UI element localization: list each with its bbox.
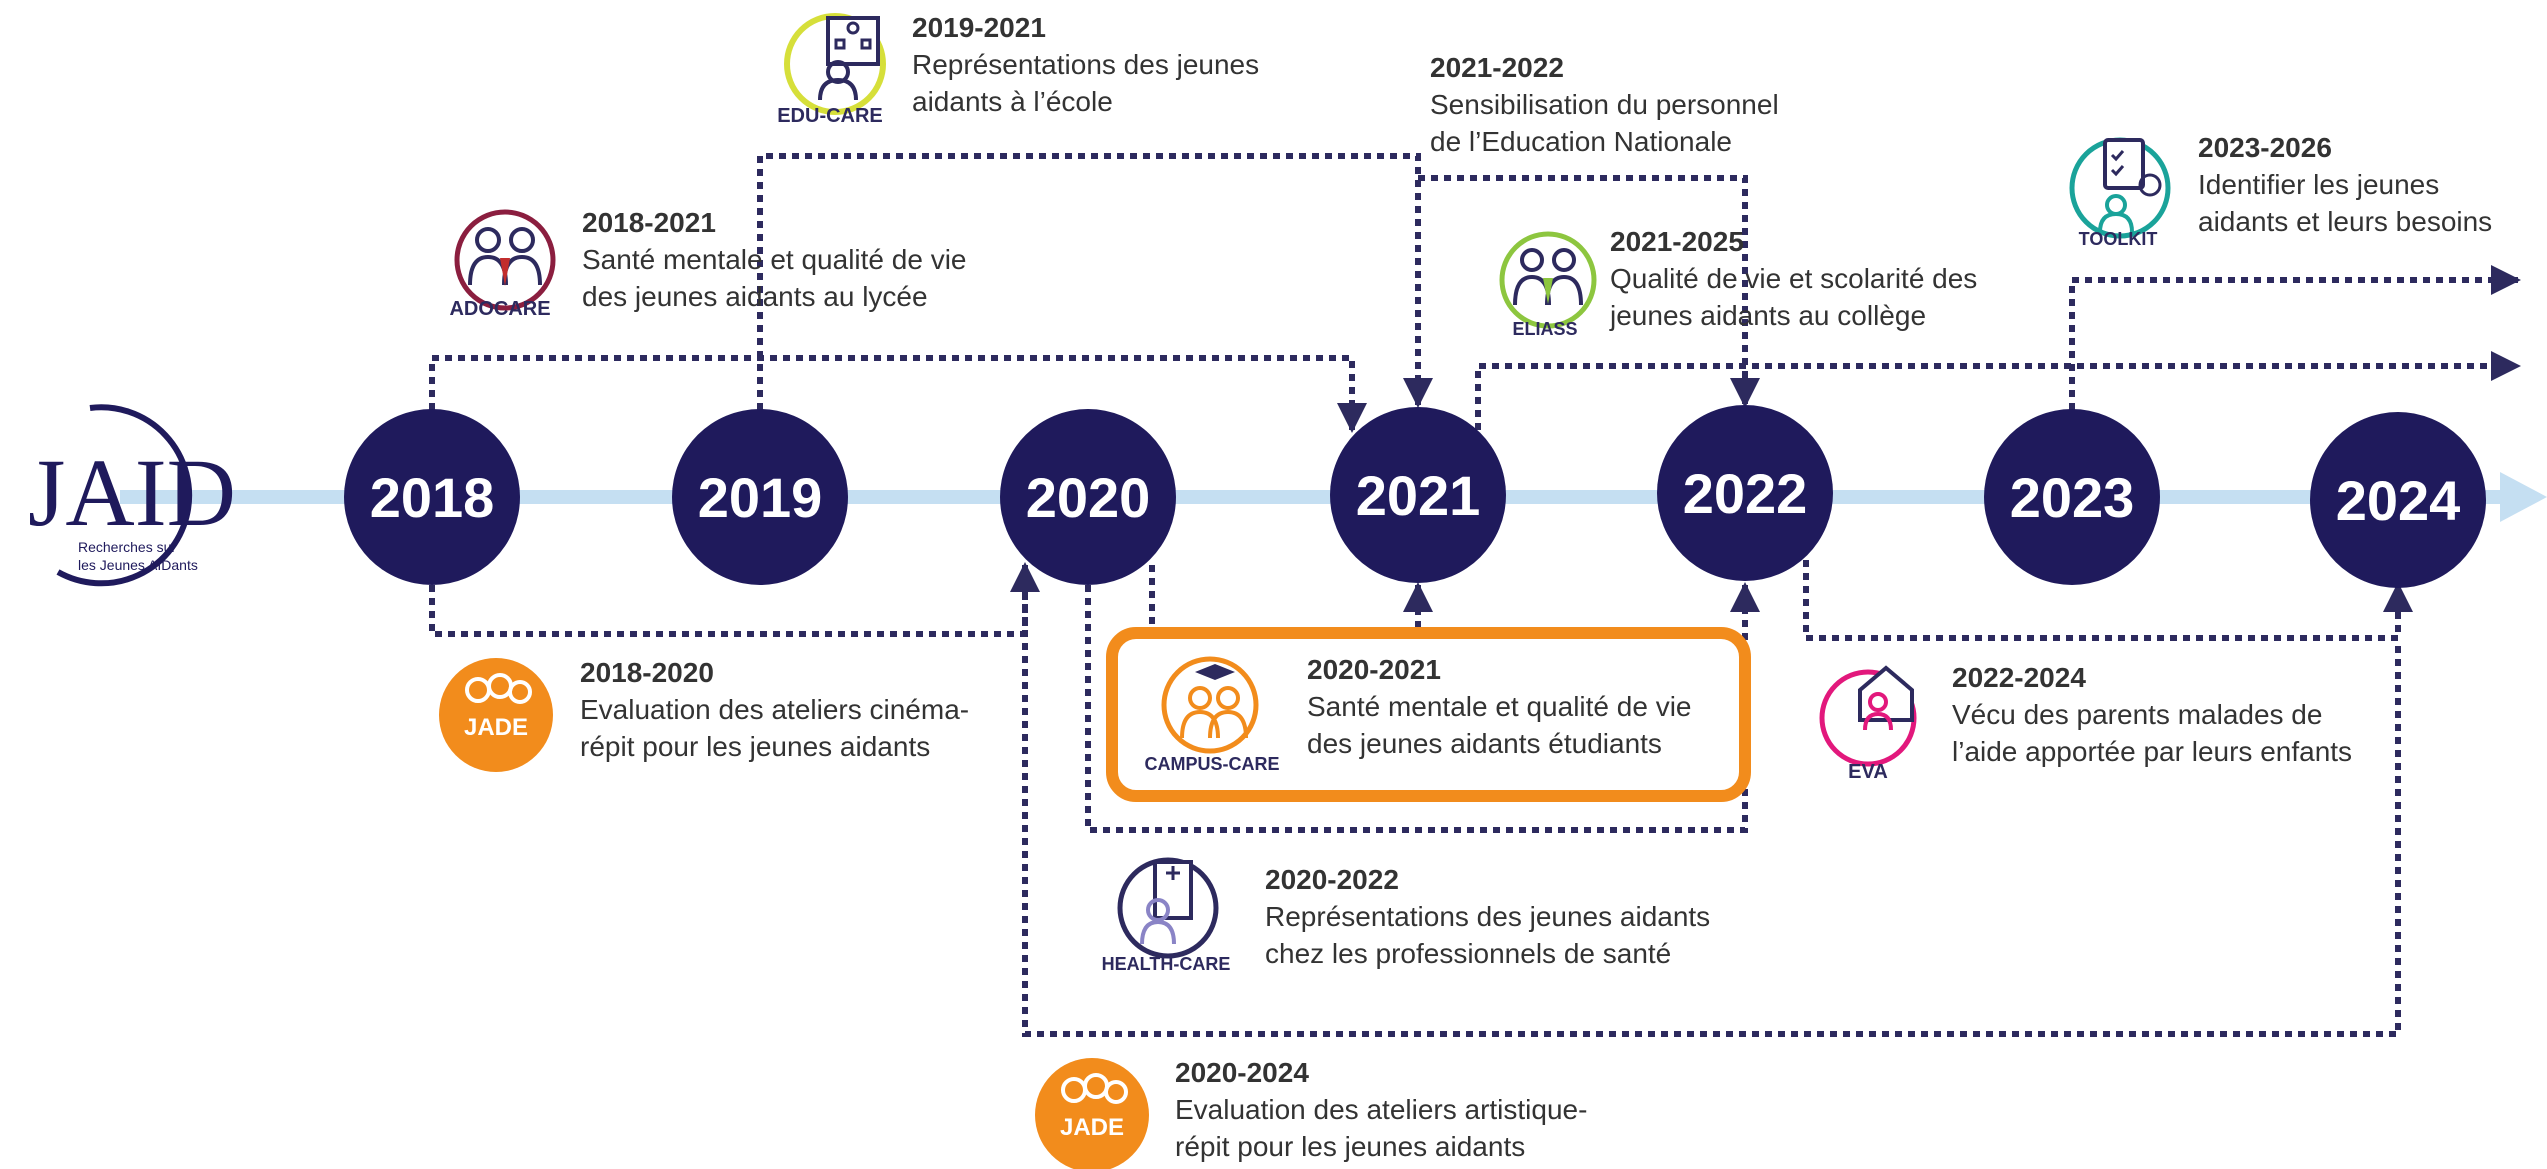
project-toolkit-period: 2023-2026 [2198,132,2332,163]
year-node-2020: 2020 [1000,409,1176,585]
educare-logo: EDU-CARE [777,13,886,127]
campus-care-logo-text: CAMPUS-CARE [1145,754,1280,774]
timeline-arrowhead [2500,472,2547,522]
connector-eliass [1475,351,2521,430]
project-sensibilisation-period: 2021-2022 [1430,52,1564,83]
project-adocare-desc: Santé mentale et qualité de vie des jeun… [582,244,967,312]
project-educare-period: 2019-2021 [912,12,1046,43]
year-node-2021: 2021 [1330,407,1506,583]
project-jade-2: 2020-2024 Evaluation des ateliers artist… [1175,1055,1587,1165]
adocare-logo: ADOCARE [449,209,556,320]
project-eliass-period: 2021-2025 [1610,226,1744,257]
eliass-logo-text: ELIASS [1512,319,1577,339]
health-care-logo-text: HEALTH-CARE [1102,954,1231,974]
jaid-logo-subtitle-1: Recherches sur [78,539,176,555]
project-eliass-desc: Qualité de vie et scolarité des jeunes a… [1610,263,1978,331]
jade-2-logo-text: JADE [1060,1114,1124,1141]
year-label-2021: 2021 [1356,464,1481,527]
project-sensibilisation-desc: Sensibilisation du personnel de l’Educat… [1430,89,1779,157]
year-node-2018: 2018 [344,409,520,585]
project-jade-1-desc: Evaluation des ateliers cinéma- répit po… [580,694,970,762]
project-jade-2-period: 2020-2024 [1175,1057,1309,1088]
project-campus-care: 2020-2021 Santé mentale et qualité de vi… [1307,652,1691,762]
jade-1-logo: JADE [439,658,553,772]
project-health-care-desc: Représentations des jeunes aidants chez … [1265,901,1711,969]
year-node-2019: 2019 [672,409,848,585]
educare-logo-text: EDU-CARE [777,105,883,127]
toolkit-logo-text: TOOLKIT [2079,229,2158,249]
year-node-2022: 2022 [1657,405,1833,581]
connectors [429,153,2521,1037]
eva-logo: EVA [1819,665,1917,783]
project-campus-care-period: 2020-2021 [1307,654,1441,685]
project-jade-1: 2018-2020 Evaluation des ateliers cinéma… [580,655,969,765]
jaid-logo-subtitle-2: les Jeunes AIDants [78,557,198,573]
project-eva: 2022-2024 Vécu des parents malades de l’… [1952,660,2352,770]
eva-logo-text: EVA [1848,761,1888,783]
adocare-logo-text: ADOCARE [449,298,550,320]
year-label-2019: 2019 [698,466,823,529]
project-adocare-period: 2018-2021 [582,207,716,238]
jaid-logo-letters: JAID [28,439,236,546]
year-node-2024: 2024 [2310,412,2486,588]
eliass-logo: ELIASS [1499,231,1597,339]
campus-care-logo: CAMPUS-CARE [1145,656,1280,774]
year-label-2020: 2020 [1026,466,1151,529]
year-node-2023: 2023 [1984,409,2160,585]
project-campus-care-desc: Santé mentale et qualité de vie des jeun… [1307,691,1692,759]
project-toolkit-desc: Identifier les jeunes aidants et leurs b… [2198,169,2493,237]
year-label-2018: 2018 [370,466,495,529]
year-nodes: 2018 2019 2020 2021 2022 2023 2024 [344,405,2486,588]
connector-jade-2 [1022,565,2401,1037]
jaid-logo: JAID Recherches sur les Jeunes AIDants [28,404,236,587]
project-jade-1-period: 2018-2020 [580,657,714,688]
project-health-care-period: 2020-2022 [1265,864,1399,895]
toolkit-logo: TOOLKIT [2069,137,2171,249]
connector-adocare [429,355,1367,433]
connector-health-care [1085,582,1760,833]
jade-1-logo-text: JADE [464,714,528,741]
health-care-logo: HEALTH-CARE [1102,857,1231,974]
connector-toolkit [2069,265,2521,410]
connector-eva [1803,560,2413,641]
project-eliass: 2021-2025 Qualité de vie et scolarité de… [1610,224,1977,334]
jade-2-logo: JADE [1035,1058,1149,1169]
project-sensibilisation: 2021-2022 Sensibilisation du personnel d… [1430,50,1779,160]
project-jade-2-desc: Evaluation des ateliers artistique- répi… [1175,1094,1588,1162]
project-adocare: 2018-2021 Santé mentale et qualité de vi… [582,205,966,315]
connector-jade-1 [429,562,1040,637]
connector-sensibilisation [1418,175,1760,408]
project-toolkit: 2023-2026 Identifier les jeunes aidants … [2198,130,2492,240]
year-label-2022: 2022 [1683,462,1808,525]
year-label-2023: 2023 [2010,466,2135,529]
campus-care-highlight-box [1106,627,1751,802]
project-health-care: 2020-2022 Représentations des jeunes aid… [1265,862,1710,972]
project-educare: 2019-2021 Représentations des jeunes aid… [912,10,1259,120]
year-label-2024: 2024 [2336,469,2461,532]
project-eva-desc: Vécu des parents malades de l’aide appor… [1952,699,2353,767]
project-educare-desc: Représentations des jeunes aidants à l’é… [912,49,1260,117]
project-eva-period: 2022-2024 [1952,662,2086,693]
